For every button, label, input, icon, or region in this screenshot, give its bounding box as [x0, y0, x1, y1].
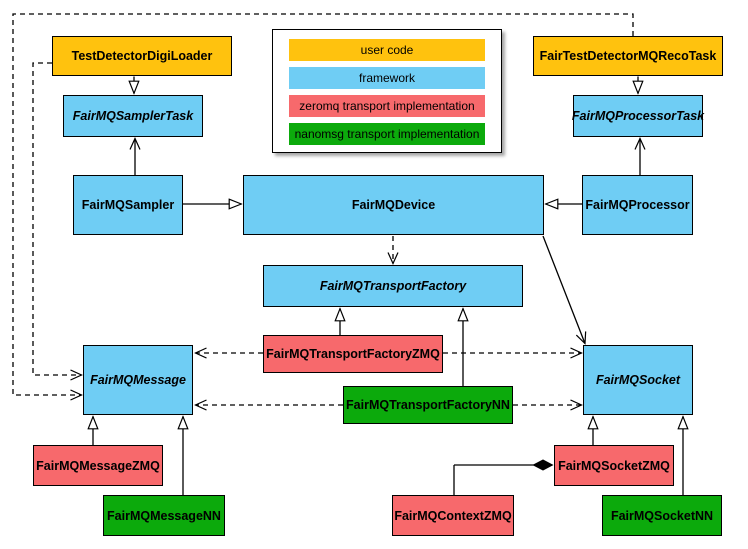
class-box-fairtestdetectormqrecotask: FairTestDetectorMQRecoTask — [533, 36, 723, 76]
legend-swatch-framework: framework — [289, 67, 485, 89]
class-box-fairmqsampler: FairMQSampler — [73, 175, 183, 235]
class-label: FairMQSocketNN — [610, 508, 714, 523]
class-box-fairmqsocketzmq: FairMQSocketZMQ — [554, 445, 674, 486]
class-box-fairmqdevice: FairMQDevice — [243, 175, 544, 235]
class-box-fairmqsocketnn: FairMQSocketNN — [602, 495, 722, 536]
class-label: FairMQSampler — [81, 198, 175, 212]
class-label: FairMQTransportFactoryNN — [346, 398, 510, 412]
class-box-fairmqprocessor: FairMQProcessor — [582, 175, 693, 235]
legend: user code framework zeromq transport imp… — [272, 29, 502, 153]
legend-swatch-zeromq: zeromq transport implementation — [289, 95, 485, 117]
class-label: FairTestDetectorMQRecoTask — [539, 49, 717, 63]
class-box-fairmqtransportfactorynn: FairMQTransportFactoryNN — [343, 386, 513, 424]
class-label: FairMQSocketZMQ — [558, 458, 670, 473]
class-box-fairmqprocessortask: FairMQProcessorTask — [571, 95, 705, 137]
class-box-fairmqsocket: FairMQSocket — [583, 345, 693, 415]
class-box-fairmqtransportfactoryzmq: FairMQTransportFactoryZMQ — [263, 335, 443, 373]
class-box-fairmqsamplertask: FairMQSamplerTask — [63, 95, 203, 137]
class-label: FairMQTransportFactory — [319, 279, 467, 293]
legend-label: user code — [360, 43, 414, 57]
class-label: FairMQMessageNN — [107, 508, 221, 523]
class-label: FairMQMessageZMQ — [36, 458, 160, 473]
class-box-fairmqcontextzmq: FairMQContextZMQ — [392, 495, 514, 536]
legend-swatch-user-code: user code — [289, 39, 485, 61]
class-label: FairMQMessage — [90, 373, 186, 387]
class-label: FairMQSamplerTask — [72, 109, 194, 123]
class-box-fairmqmessagezmq: FairMQMessageZMQ — [33, 445, 163, 486]
class-box-fairmqmessagenn: FairMQMessageNN — [103, 495, 225, 536]
legend-label: zeromq transport implementation — [299, 99, 475, 113]
class-label: FairMQProcessorTask — [571, 109, 705, 123]
class-label: FairMQContextZMQ — [394, 508, 512, 523]
class-box-fairmqmessage: FairMQMessage — [83, 345, 193, 415]
class-label: FairMQDevice — [351, 198, 436, 212]
legend-swatch-nanomsg: nanomsg transport implementation — [289, 123, 485, 145]
edge-device-uses-socket — [542, 235, 585, 344]
class-box-testdetectordigiloader: TestDetectorDigiLoader — [52, 36, 232, 76]
edge-recotask-depends-message — [12, 13, 634, 395]
edge-digiloader-depends-message — [32, 62, 82, 375]
class-label: FairMQProcessor — [585, 198, 690, 212]
legend-label: nanomsg transport implementation — [294, 127, 480, 141]
class-box-fairmqtransportfactory: FairMQTransportFactory — [263, 265, 523, 307]
legend-label: framework — [358, 71, 415, 85]
class-label: FairMQTransportFactoryZMQ — [266, 347, 440, 361]
class-label: FairMQSocket — [595, 373, 681, 387]
class-label: TestDetectorDigiLoader — [71, 49, 213, 63]
